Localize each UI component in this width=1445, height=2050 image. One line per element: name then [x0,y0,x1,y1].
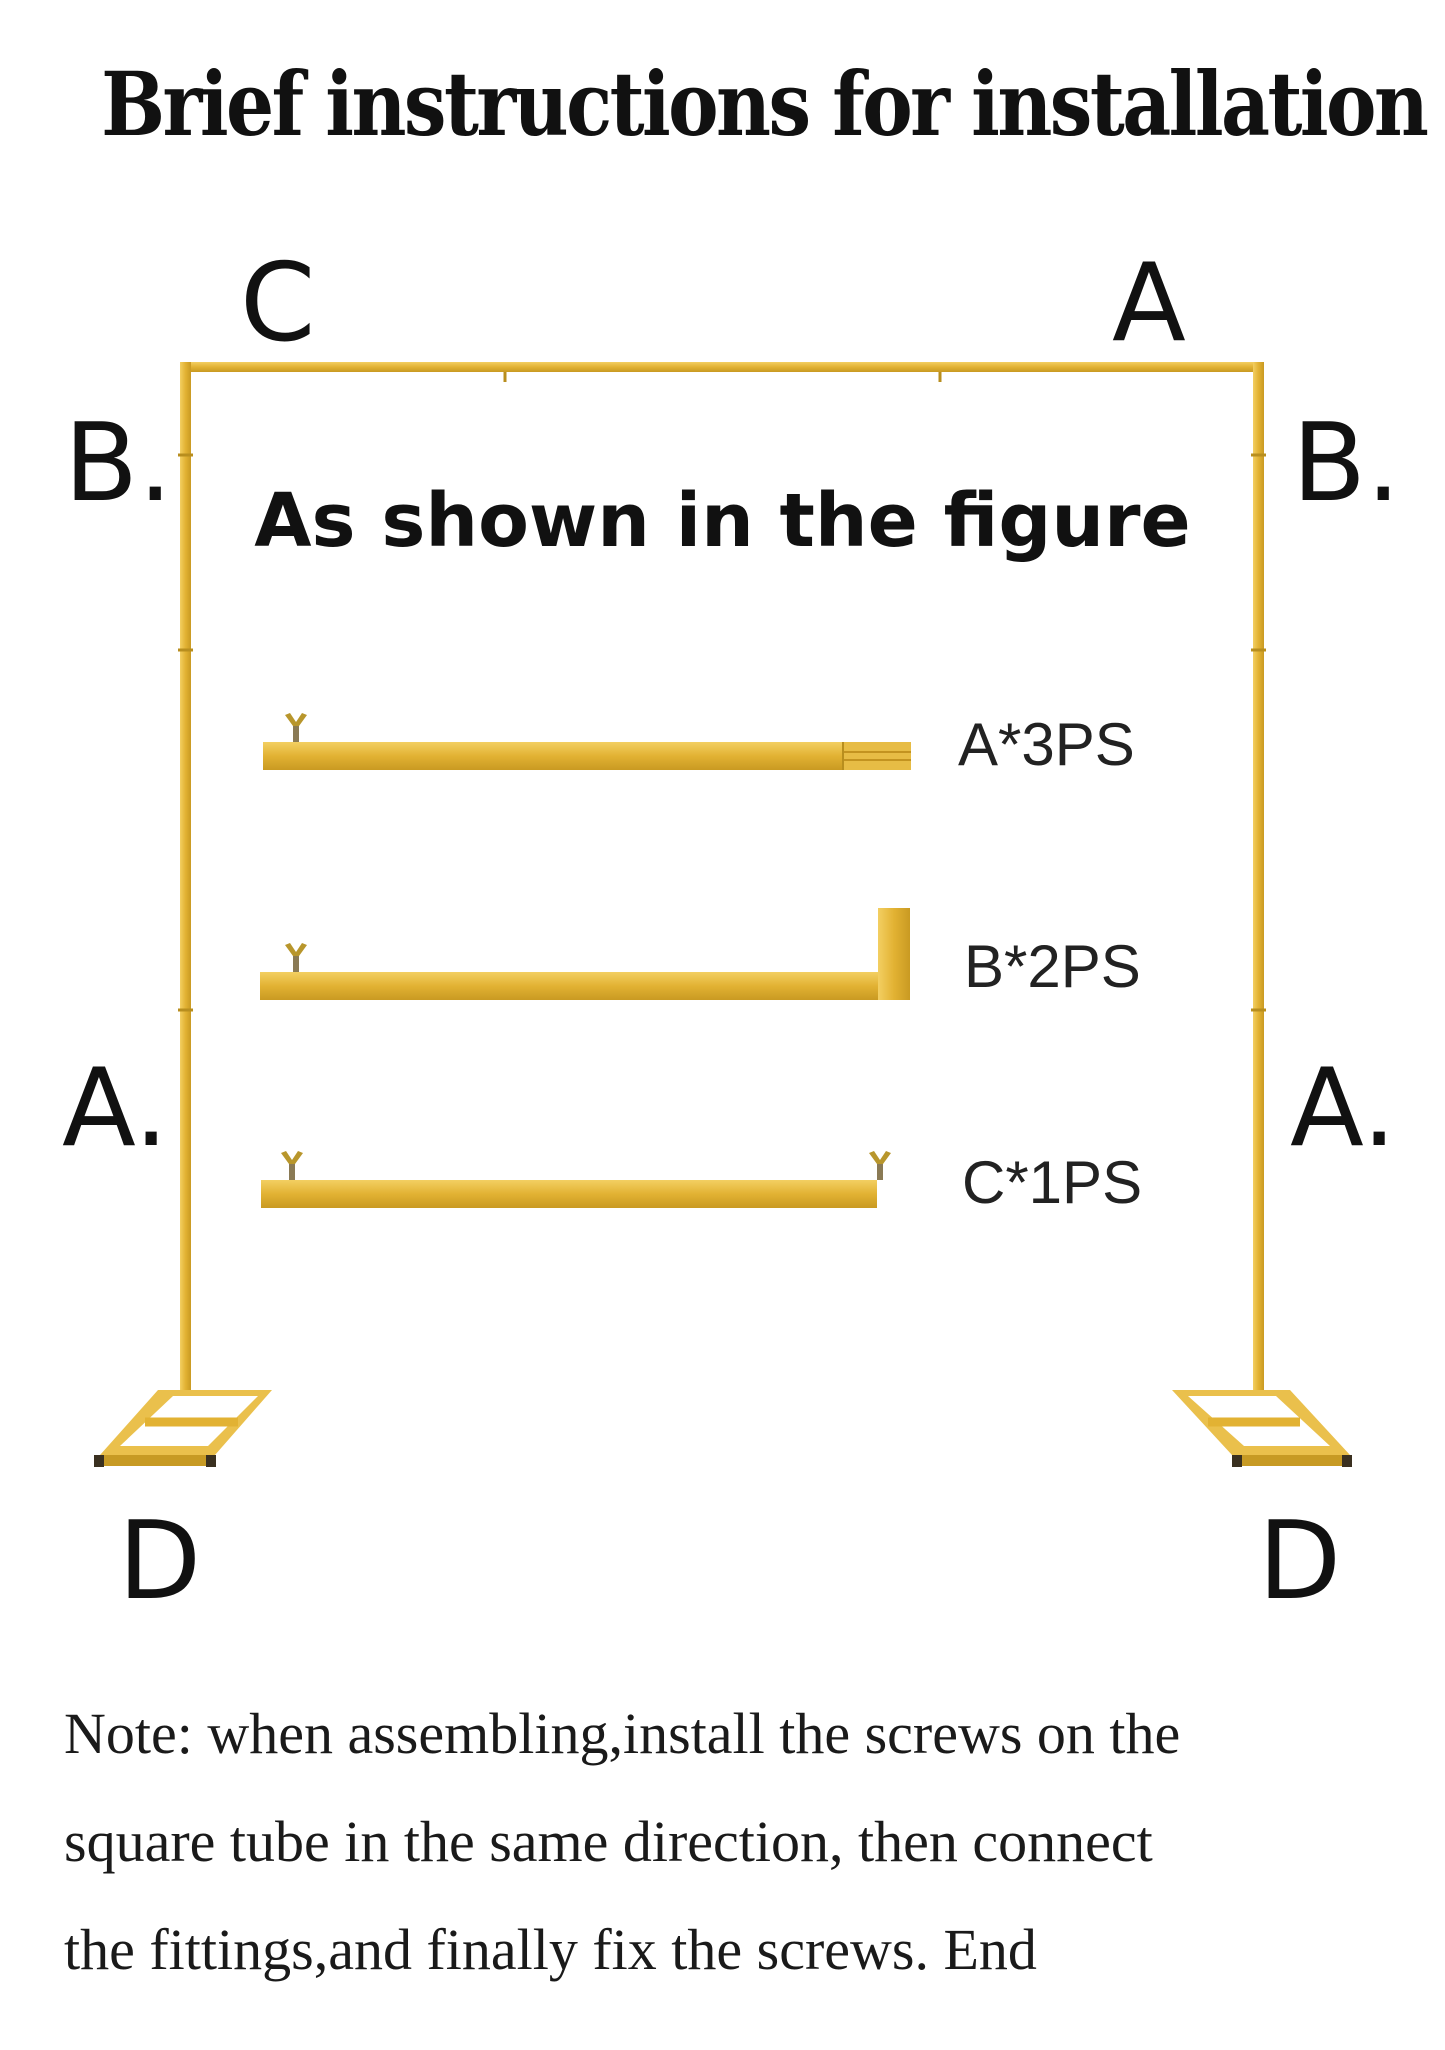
label-upper-right: B. [1292,401,1401,526]
part-a-tube [263,742,911,770]
label-bottom-right: D [1258,1499,1342,1624]
part-a-quantity: A*3PS [958,711,1135,778]
frame-right-upright [1253,362,1264,1402]
installation-note: Note: when assembling,install the screws… [64,1680,1394,2004]
frame-left-upright [180,362,191,1402]
label-top-right: A [1112,241,1186,366]
diagram-subtitle: As shown in the figure [254,478,1191,564]
label-middle-right: A. [1290,1046,1397,1171]
wing-screw-icon [281,1151,303,1180]
part-c-quantity: C*1PS [962,1149,1143,1216]
note-line: square tube in the same direction, then … [64,1809,1153,1874]
label-top-left: C [240,241,316,366]
frame-joints [178,372,1266,1012]
label-bottom-left: D [118,1499,202,1624]
part-b-quantity: B*2PS [964,933,1141,1000]
note-line: Note: when assembling,install the screws… [64,1701,1181,1766]
page-title: Brief instructions for installation [101,52,1429,156]
wing-screw-icon [285,713,307,742]
part-b-tube [260,908,910,1000]
label-upper-left: B. [64,401,173,526]
wing-screw-icon [285,943,307,972]
label-middle-left: A. [62,1046,169,1171]
wing-screw-icon [869,1151,891,1180]
frame-right-foot [1172,1390,1352,1467]
frame-left-foot [94,1390,272,1467]
part-c-tube [261,1180,877,1208]
frame-top-bar [182,362,1262,372]
note-line: the fittings,and finally fix the screws.… [64,1917,1037,1982]
